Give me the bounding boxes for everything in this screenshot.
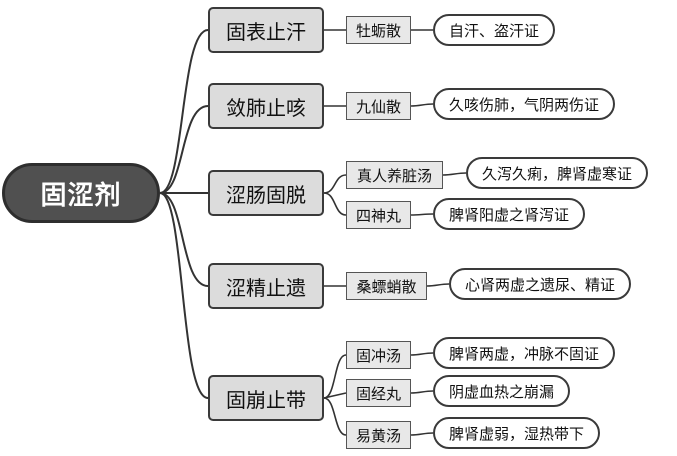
indication-node-0-0[interactable]: 自汗、盗汗证 xyxy=(433,14,556,46)
formula-node-4-1[interactable]: 固经丸 xyxy=(346,379,411,407)
connector-cat-4-f-2 xyxy=(323,397,347,436)
connector-cat-2-f-0 xyxy=(323,174,347,194)
formula-node-4-2[interactable]: 易黄汤 xyxy=(346,421,411,449)
indication-node-4-0[interactable]: 脾肾两虚，冲脉不固证 xyxy=(433,337,616,369)
formula-node-1-0[interactable]: 九仙散 xyxy=(346,92,411,120)
connector-f-1-0-ind xyxy=(410,103,434,107)
indication-node-2-1[interactable]: 脾肾阳虚之肾泻证 xyxy=(433,198,586,230)
category-node-4[interactable]: 固崩止带 xyxy=(208,375,324,421)
formula-node-0-0[interactable]: 牡蛎散 xyxy=(346,16,411,44)
connector-f-4-2-ind xyxy=(410,432,434,436)
indication-node-3-0[interactable]: 心肾两虚之遗尿、精证 xyxy=(449,268,632,300)
root-node[interactable]: 固涩剂 xyxy=(2,163,160,223)
connector-root-cat-1 xyxy=(159,105,209,194)
formula-node-2-0[interactable]: 真人养脏汤 xyxy=(346,161,443,189)
connector-cat-4-f-1 xyxy=(323,392,347,399)
connector-f-4-0-ind xyxy=(410,352,434,356)
connector-cat-4-f-0 xyxy=(323,354,347,399)
formula-node-3-0[interactable]: 桑螵蛸散 xyxy=(346,272,427,300)
indication-node-1-0[interactable]: 久咳伤肺，气阴两伤证 xyxy=(433,88,616,120)
connector-f-4-1-ind xyxy=(410,390,434,394)
connector-root-cat-3 xyxy=(159,192,209,287)
connector-f-3-0-ind xyxy=(426,283,450,287)
formula-node-2-1[interactable]: 四神丸 xyxy=(346,201,411,229)
connector-root-cat-4 xyxy=(159,192,209,399)
category-node-2[interactable]: 涩肠固脱 xyxy=(208,170,324,216)
category-node-3[interactable]: 涩精止遗 xyxy=(208,263,324,309)
connector-root-cat-0 xyxy=(159,29,209,194)
connector-f-2-0-ind xyxy=(442,172,467,176)
category-node-0[interactable]: 固表止汗 xyxy=(208,7,324,53)
indication-node-4-1[interactable]: 阴虚血热之崩漏 xyxy=(433,375,571,407)
indication-node-4-2[interactable]: 脾肾虚弱，湿热带下 xyxy=(433,417,601,449)
indication-node-2-0[interactable]: 久泻久痢，脾肾虚寒证 xyxy=(466,157,649,189)
formula-node-4-0[interactable]: 固冲汤 xyxy=(346,341,411,369)
connector-f-2-1-ind xyxy=(410,213,434,216)
connector-cat-2-f-1 xyxy=(323,192,347,216)
category-node-1[interactable]: 敛肺止咳 xyxy=(208,83,324,129)
